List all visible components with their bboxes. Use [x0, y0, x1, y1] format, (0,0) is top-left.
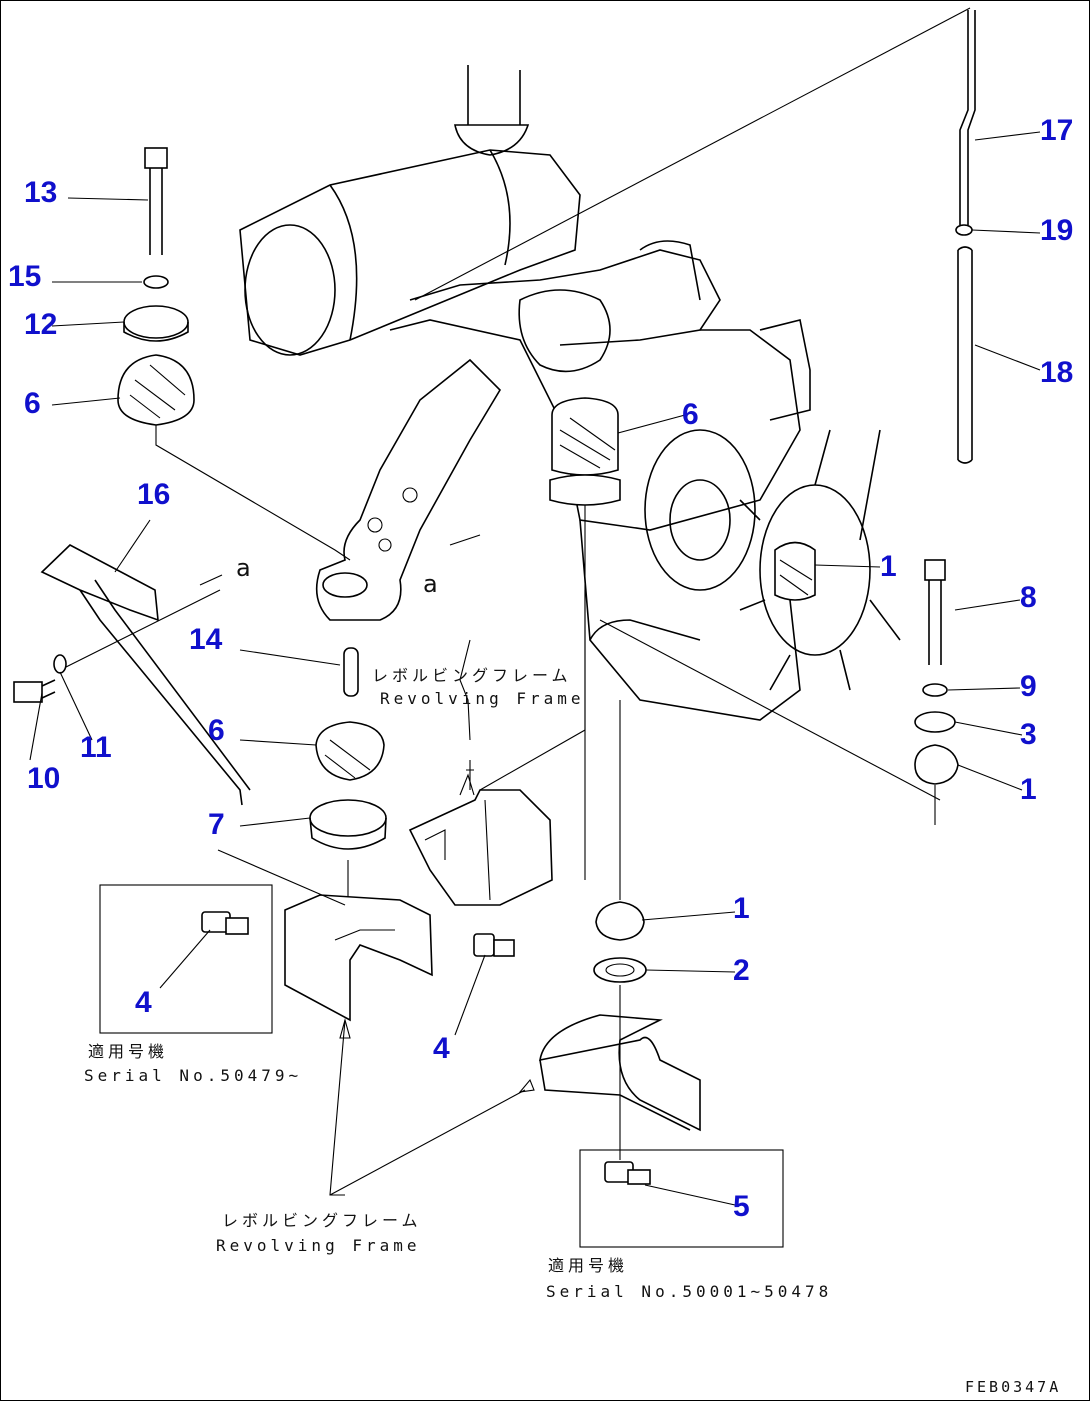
- cooling-fan: [739, 429, 901, 691]
- callout-1-upper: 1: [880, 550, 897, 583]
- view-letter-a-center: a: [423, 570, 438, 598]
- engine-outline: [239, 7, 971, 801]
- left-mount-stack: [117, 147, 351, 561]
- callout-16: 11: [80, 731, 112, 764]
- callout-6-lower: 6: [208, 714, 225, 747]
- callout-8: 12: [24, 308, 58, 341]
- revolving-frame-parts: [217, 590, 701, 1196]
- callout-4-inset: 4: [135, 986, 152, 1019]
- callout-10: 14: [189, 623, 223, 656]
- note-serial-lower: Serial No.50001~50478: [546, 1282, 833, 1301]
- note-applicable-serial-jp-upper: 適用号機: [88, 1042, 169, 1061]
- bracket-14: [13, 534, 481, 806]
- callout-6-left: 6: [24, 387, 41, 420]
- inset-boxes: [99, 884, 784, 1248]
- right-mount-stack: [914, 559, 959, 825]
- callout-7: 7: [208, 808, 225, 841]
- center-mount: [549, 397, 621, 900]
- note-revolving-frame-jp-upper: レボルビングフレーム: [372, 666, 572, 685]
- dipstick-assembly: [955, 10, 976, 464]
- right-upper-mount: [774, 541, 816, 601]
- view-letter-a-left: a: [236, 554, 251, 582]
- left-lower-stack: [309, 647, 387, 920]
- callout-2: 2: [733, 954, 750, 987]
- callout-11: 15: [8, 260, 42, 293]
- note-revolving-frame-en-upper: Revolving Frame: [380, 689, 585, 708]
- callout-19: 19: [1040, 214, 1074, 247]
- note-revolving-frame-en-lower: Revolving Frame: [216, 1236, 421, 1255]
- callout-9: 13: [24, 176, 58, 209]
- callout-5: 5: [733, 1190, 750, 1223]
- leader-lines: [29, 131, 1041, 1206]
- callout-12: 8: [1020, 581, 1037, 614]
- callout-14: 16: [137, 478, 171, 511]
- callout-1-lower: 1: [733, 892, 750, 925]
- callout-3: 3: [1020, 718, 1037, 751]
- callout-1-right: 1: [1020, 773, 1037, 806]
- callout-13: 9: [1020, 670, 1037, 703]
- callout-18: 18: [1040, 356, 1074, 389]
- callout-4-center: 4: [433, 1032, 450, 1065]
- note-applicable-serial-jp-lower: 適用号機: [548, 1256, 629, 1275]
- note-serial-upper: Serial No.50479~: [84, 1066, 303, 1085]
- callout-17: 17: [1040, 114, 1074, 147]
- callout-15: 10: [27, 762, 61, 795]
- note-revolving-frame-jp-lower: レボルビングフレーム: [222, 1211, 422, 1230]
- drawing-code: FEB0347A: [965, 1378, 1062, 1396]
- callout-6-center: 6: [682, 398, 699, 431]
